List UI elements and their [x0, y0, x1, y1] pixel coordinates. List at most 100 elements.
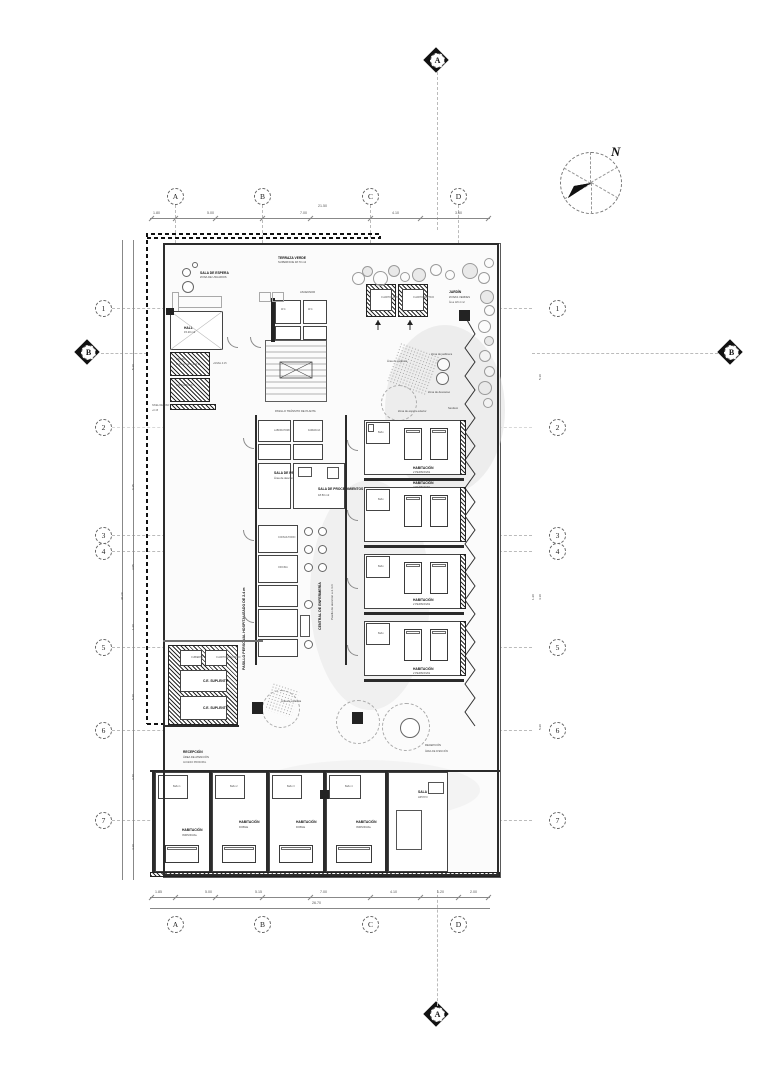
room-consult-3[interactable] — [258, 585, 298, 607]
dim-left-total: 30.20 — [120, 592, 124, 600]
grid-bubble-bottom-B[interactable]: B — [254, 916, 271, 933]
bed-icon — [430, 495, 448, 527]
patient-room-2-label: HABITACIÓN — [413, 481, 434, 485]
hall-crosshatch — [170, 311, 223, 350]
bottom-room-2-bath[interactable] — [215, 775, 245, 799]
stairs-block[interactable] — [265, 340, 327, 402]
section-marker-left-label: B — [81, 345, 96, 360]
grid-bubble-right-6[interactable]: 6 — [549, 722, 566, 739]
section-marker-top[interactable]: A — [423, 47, 450, 73]
circulation-radius — [336, 700, 380, 744]
column — [352, 712, 363, 724]
equipment-icon — [396, 810, 422, 850]
section-marker-left[interactable]: B — [74, 339, 101, 365]
dim-bottom-7: 2.00 — [470, 890, 477, 894]
room-consult-4[interactable] — [258, 609, 298, 637]
bottom-room-4-bath[interactable] — [329, 775, 361, 799]
bottom-room-2-sublabel: DOBLE — [239, 826, 249, 829]
room-storage-2[interactable] — [180, 696, 227, 720]
dim-bottom-5: 4.10 — [390, 890, 397, 894]
grid-bubble-right-5[interactable]: 5 — [549, 639, 566, 656]
dim-left-3: 3.05 — [131, 564, 135, 570]
room-storage-1[interactable] — [180, 670, 227, 692]
room-office-2[interactable] — [170, 378, 210, 402]
section-marker-bottom[interactable]: A — [423, 1001, 450, 1027]
stool-icon — [304, 545, 313, 554]
grid-bubble-left-6[interactable]: 6 — [95, 722, 112, 739]
room-consult-5[interactable] — [258, 639, 298, 657]
patient-room-4-bath[interactable] — [366, 623, 390, 645]
pharmacy-label: FARMACIA — [308, 429, 321, 432]
room-wc-1[interactable] — [275, 300, 301, 324]
courtyard-label: Área de estancia — [281, 700, 302, 703]
grid-bubble-left-2[interactable]: 2 — [95, 419, 112, 436]
room-staff[interactable] — [258, 463, 291, 509]
room-util-b[interactable] — [303, 326, 327, 340]
garden-zone-a-label: Zona de jardinera — [431, 353, 453, 356]
dim-top-2: 5.00 — [207, 211, 214, 215]
room-pharmacy[interactable] — [293, 420, 323, 442]
grid-bubble-right-1[interactable]: 1 — [549, 300, 566, 317]
consult-1-label: CONSULTORIO — [278, 536, 296, 539]
stairs-treads-icon — [265, 345, 327, 395]
grid-bubble-top-B[interactable]: B — [254, 188, 271, 205]
wall-north — [163, 243, 499, 245]
wc-2-label: W.C. — [308, 308, 314, 311]
grid-bubble-left-1[interactable]: 1 — [95, 300, 112, 317]
bottom-room-4-label: HABITACIÓN — [356, 820, 377, 824]
grid-bubble-top-C[interactable]: C — [362, 188, 379, 205]
grid-bubble-right-7[interactable]: 7 — [549, 812, 566, 829]
patient-room-2-bath[interactable] — [366, 489, 390, 511]
garden-path — [464, 320, 476, 727]
bottom-room-4-sublabel: INDIVIDUAL — [356, 826, 372, 829]
bed-icon — [165, 845, 199, 863]
room-util-a[interactable] — [275, 326, 301, 340]
patient-room-1-bath-label: Baño — [378, 431, 384, 434]
note-left-2: +0.15 — [152, 409, 159, 412]
section-marker-right-label: B — [724, 345, 739, 360]
elevator-cab-2[interactable] — [272, 292, 284, 302]
grid-bubble-bottom-C[interactable]: C — [362, 916, 379, 933]
grid-bubble-bottom-A[interactable]: A — [167, 916, 184, 933]
room-office-1[interactable] — [170, 352, 210, 376]
room-store-a[interactable] — [258, 444, 291, 460]
procedures-label: SALA DE PROCEDIMIENTOS — [318, 487, 364, 491]
room-store-b[interactable] — [293, 444, 323, 460]
grid-bubble-left-7[interactable]: 7 — [95, 812, 112, 829]
room-consult-2[interactable] — [258, 555, 298, 583]
grid-bubble-left-3[interactable]: 3 — [95, 527, 112, 544]
stool-icon — [318, 545, 327, 554]
storage-2-label: C.E. SUPLENTE — [203, 706, 228, 710]
window-band — [170, 404, 216, 410]
grid-bubble-left-5[interactable]: 5 — [95, 639, 112, 656]
lower-reception-label: RECEPCIÓN — [425, 744, 441, 747]
level-note: +NIVEL 0.15 — [213, 362, 227, 365]
bottom-room-3-bath[interactable] — [272, 775, 302, 799]
grid-bubble-right-2[interactable]: 2 — [549, 419, 566, 436]
office-2-label: CONSULTORIO — [176, 384, 194, 387]
patient-room-3-bath[interactable] — [366, 556, 390, 578]
section-line-bottom — [437, 890, 438, 1006]
dim-left-6: 3.40 — [131, 774, 135, 780]
stool-icon — [304, 527, 313, 536]
room-lab[interactable] — [258, 420, 291, 442]
grid-bubble-right-4[interactable]: 4 — [549, 543, 566, 560]
grid-bubble-top-D[interactable]: D — [450, 188, 467, 205]
stool-icon — [304, 563, 313, 572]
grid-bubble-left-4[interactable]: 4 — [95, 543, 112, 560]
grid-bubble-top-A[interactable]: A — [167, 188, 184, 205]
room-wc-2[interactable] — [303, 300, 327, 324]
dim-left-7: 4.10 — [131, 844, 135, 850]
exterior-wall — [460, 487, 466, 542]
dim-bottom-2: 5.00 — [205, 890, 212, 894]
staff-room-label: SALA DE PERSONAL — [274, 471, 308, 475]
table-icon — [182, 268, 191, 277]
patient-room-2-bath-label: Baño — [378, 498, 384, 501]
section-marker-right[interactable]: B — [717, 339, 744, 365]
room-supply-small-2[interactable] — [205, 650, 227, 666]
room-supply-small-1[interactable] — [180, 650, 202, 666]
elevator-cab[interactable] — [259, 292, 271, 302]
grid-bubble-bottom-D[interactable]: D — [450, 916, 467, 933]
column — [166, 308, 174, 315]
room-consult-1[interactable] — [258, 525, 298, 553]
